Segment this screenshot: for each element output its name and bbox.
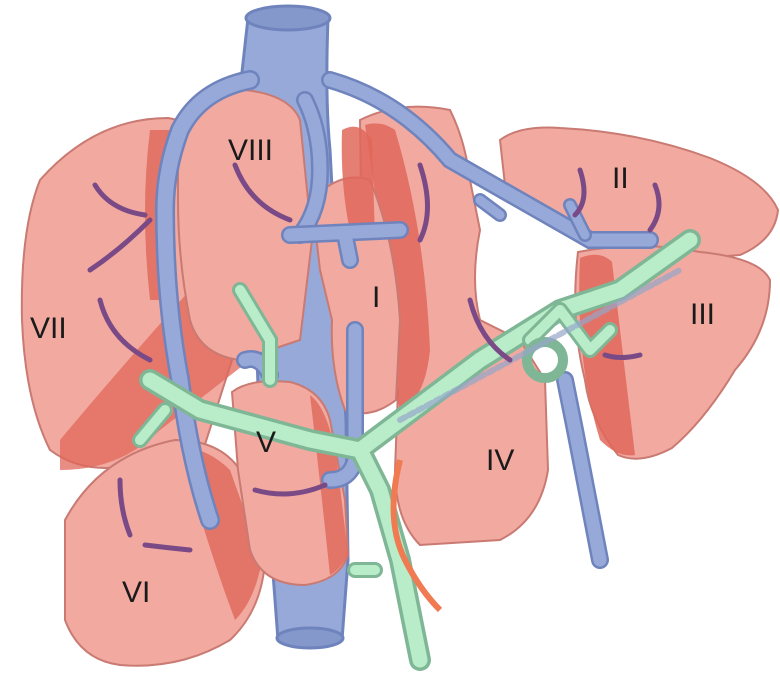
segment-VI: [65, 440, 265, 666]
segment-III: [575, 246, 770, 459]
segment-label-VI: VI: [122, 576, 150, 609]
segment-label-III: III: [690, 298, 715, 331]
segment-label-V: V: [256, 426, 276, 459]
segment-VIII: [178, 90, 312, 360]
segment-label-II: II: [612, 162, 629, 195]
segment-label-I: I: [372, 281, 380, 314]
segment-label-VII: VII: [30, 312, 67, 345]
segment-label-VIII: VIII: [228, 134, 273, 167]
segment-label-IV: IV: [486, 444, 514, 477]
